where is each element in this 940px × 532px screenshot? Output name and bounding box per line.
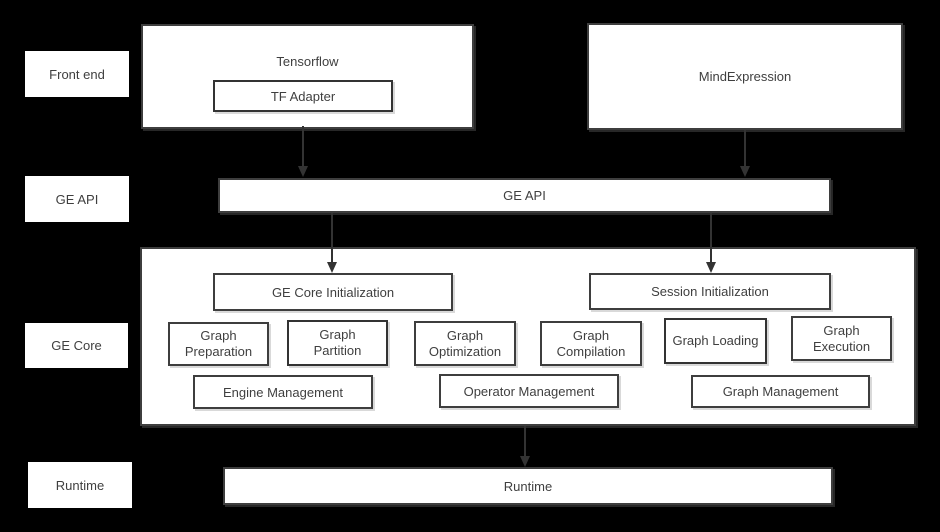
arrow-mindexpression-to-geapi [739,130,751,177]
graph-execution-box: Graph Execution [791,316,892,361]
tf-adapter-box: TF Adapter [213,80,393,112]
ge-core-initialization-box: GE Core Initialization [213,273,453,311]
operator-management-box: Operator Management [439,374,619,408]
arrow-line [331,213,333,262]
arrow-line [710,213,712,262]
arrow-tfadapter-to-geapi [297,126,309,177]
side-label-runtime: Runtime [28,462,132,508]
ge-core-box: GE Core Initialization Session Initializ… [140,247,916,426]
arrow-gecore-to-runtime [519,426,531,467]
graph-compilation-box: Graph Compilation [540,321,642,366]
arrow-line [524,426,526,456]
graph-management-box: Graph Management [691,375,870,408]
engine-management-box: Engine Management [193,375,373,409]
tensorflow-title: Tensorflow [276,54,339,69]
arrow-down-icon [706,262,716,273]
arrow-geapi-to-session-init [705,213,717,273]
side-label-ge-core: GE Core [25,323,128,368]
arrow-line [744,130,746,166]
graph-preparation-box: Graph Preparation [168,322,269,366]
tensorflow-box: Tensorflow TF Adapter [141,24,474,129]
runtime-bar: Runtime [223,467,833,505]
arrow-down-icon [327,262,337,273]
mindexpression-box: MindExpression [587,23,903,130]
arrow-down-icon [740,166,750,177]
side-label-ge-api: GE API [25,176,129,222]
ge-api-bar: GE API [218,178,831,213]
arrow-down-icon [520,456,530,467]
graph-optimization-box: Graph Optimization [414,321,516,366]
arrow-down-icon [298,166,308,177]
side-label-front-end: Front end [25,51,129,97]
graph-loading-box: Graph Loading [664,318,767,364]
arrow-geapi-to-gecore-init [326,213,338,273]
graph-partition-box: Graph Partition [287,320,388,366]
arrow-line [302,126,304,166]
session-initialization-box: Session Initialization [589,273,831,310]
